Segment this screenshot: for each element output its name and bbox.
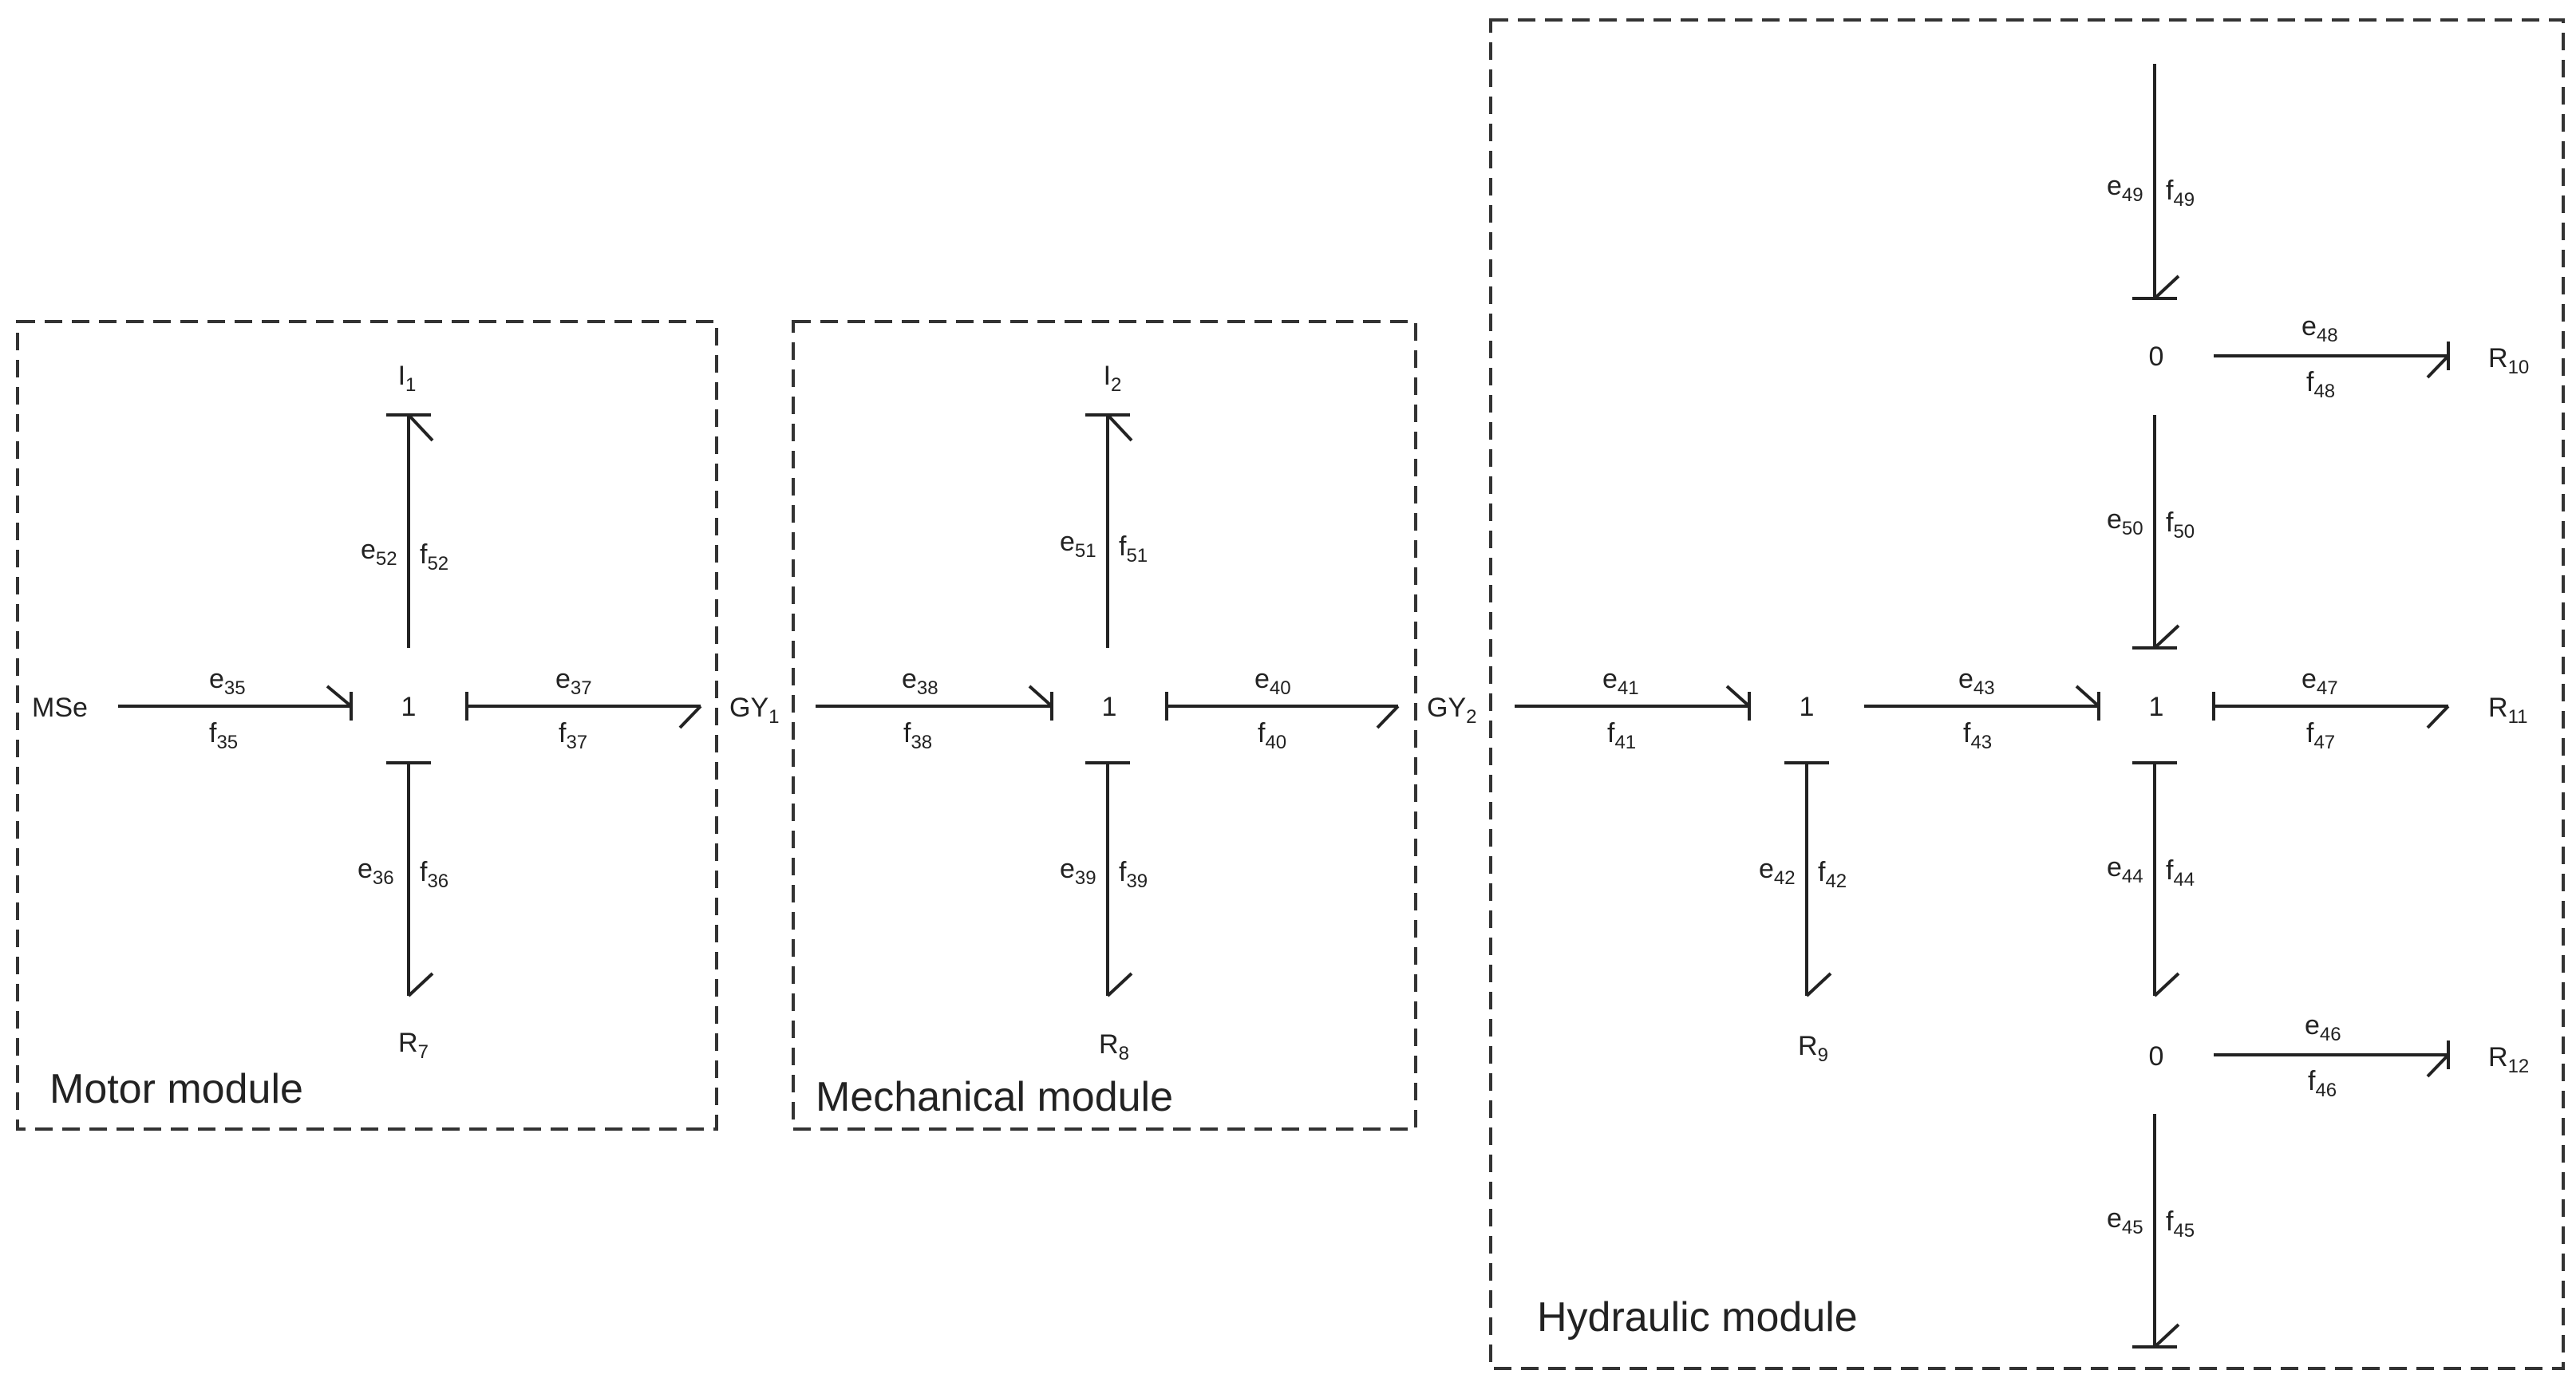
f41-label: f41 (1607, 718, 1636, 753)
r8-label: R8 (1099, 1029, 1129, 1064)
f51-label: f51 (1119, 531, 1148, 567)
e48-label: e48 (2301, 311, 2338, 346)
f47-label: f47 (2306, 718, 2335, 753)
bond-43 (1864, 685, 2100, 721)
motor-module-label: Motor module (49, 1066, 303, 1112)
e46-label: e46 (2305, 1010, 2341, 1045)
motor-module-box (16, 320, 718, 1131)
r12-label: R12 (2488, 1042, 2529, 1077)
bond-49 (2132, 64, 2180, 300)
hydraulic-module-label: Hydraulic module (1537, 1294, 1858, 1341)
r7-label: R7 (398, 1028, 429, 1063)
f46-label: f46 (2308, 1066, 2337, 1101)
e52-label: e52 (361, 535, 397, 570)
mse-label: MSe (32, 693, 88, 723)
e39-label: e39 (1060, 854, 1096, 889)
bond-51 (1085, 413, 1133, 648)
e42-label: e42 (1759, 854, 1796, 889)
f49-label: f49 (2166, 176, 2195, 211)
f42-label: f42 (1818, 857, 1847, 892)
f43-label: f43 (1963, 718, 1992, 753)
bond-41 (1515, 685, 1751, 721)
f45-label: f45 (2166, 1206, 2195, 1242)
gy2-label: GY2 (1427, 693, 1476, 728)
e36-label: e36 (358, 854, 394, 889)
junction-1-mechanical: 1 (1102, 692, 1117, 722)
bond-38 (816, 685, 1053, 721)
e47-label: e47 (2301, 664, 2338, 699)
mechanical-module-box (792, 320, 1417, 1131)
junction-1-hydraulic-b: 1 (2149, 692, 2164, 722)
e35-label: e35 (209, 664, 246, 699)
f39-label: f39 (1119, 857, 1148, 892)
f38-label: f38 (903, 718, 932, 753)
e37-label: e37 (555, 664, 592, 699)
hydraulic-module-box (1489, 18, 2565, 1370)
bond-37 (465, 692, 702, 729)
junction-0-top: 0 (2149, 342, 2164, 372)
e43-label: e43 (1958, 664, 1995, 699)
bond-36 (386, 761, 434, 997)
f52-label: f52 (420, 539, 448, 575)
f36-label: f36 (420, 857, 448, 892)
i2-label: I2 (1104, 361, 1122, 396)
r11-label: R11 (2488, 693, 2527, 728)
bond-52 (386, 413, 434, 648)
f50-label: f50 (2166, 507, 2195, 543)
e50-label: e50 (2107, 504, 2143, 539)
e38-label: e38 (902, 664, 938, 699)
e51-label: e51 (1060, 527, 1096, 562)
e40-label: e40 (1254, 664, 1291, 699)
bond-45 (2132, 1114, 2180, 1348)
bond-50 (2132, 415, 2180, 650)
r10-label: R10 (2488, 343, 2529, 378)
junction-1-motor: 1 (401, 692, 417, 722)
e45-label: e45 (2107, 1203, 2143, 1238)
e44-label: e44 (2107, 852, 2143, 887)
bond-35 (118, 685, 353, 721)
junction-1-hydraulic-a: 1 (1800, 692, 1815, 722)
bond-48 (2214, 342, 2450, 379)
f44-label: f44 (2166, 855, 2195, 890)
f37-label: f37 (559, 718, 587, 753)
f35-label: f35 (209, 718, 238, 753)
f40-label: f40 (1258, 718, 1286, 753)
gy1-label: GY1 (729, 693, 779, 728)
bond-46 (2214, 1040, 2450, 1078)
bond-39 (1085, 761, 1133, 997)
mechanical-module-label: Mechanical module (816, 1074, 1173, 1120)
i1-label: I1 (398, 361, 417, 396)
bond-47 (2212, 692, 2450, 729)
bond-44 (2132, 761, 2180, 997)
e49-label: e49 (2107, 171, 2143, 206)
f48-label: f48 (2306, 367, 2335, 402)
junction-0-bottom: 0 (2149, 1041, 2164, 1072)
bond-42 (1784, 761, 1832, 997)
e41-label: e41 (1602, 664, 1639, 699)
r9-label: R9 (1798, 1031, 1828, 1066)
bond-40 (1165, 692, 1400, 729)
